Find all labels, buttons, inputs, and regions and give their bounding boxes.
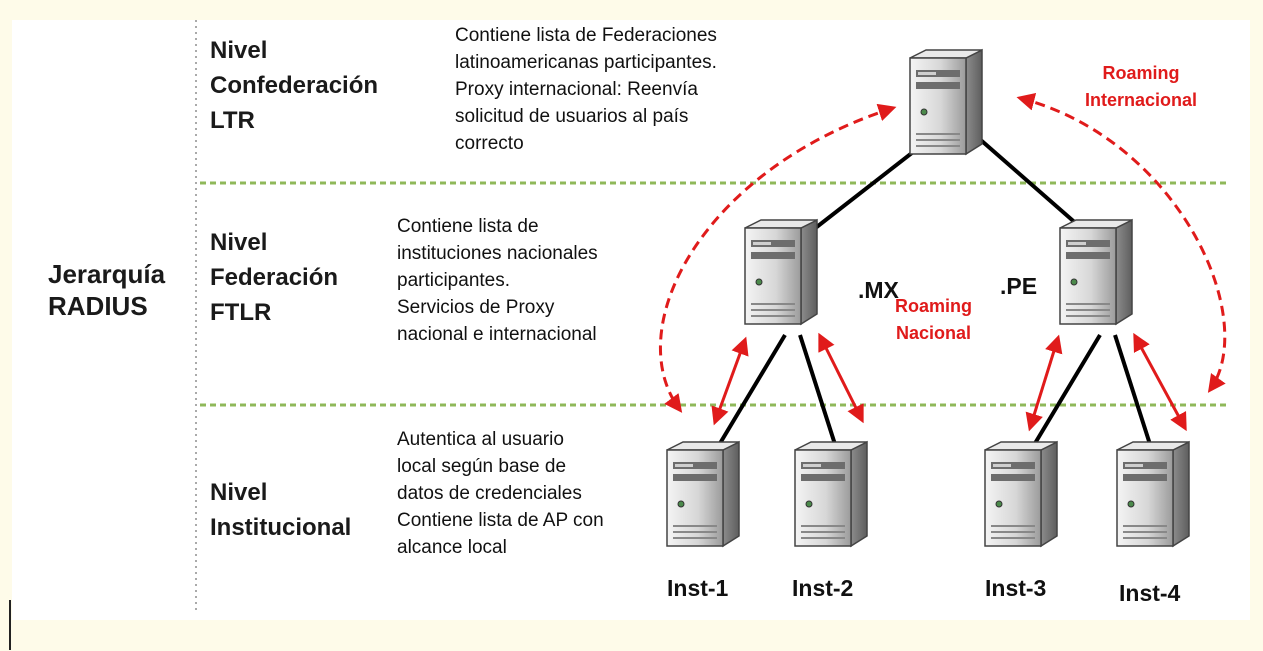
level-title-confederation: Nivel Confederación LTR <box>210 33 378 138</box>
level-description-confederation: Contiene lista de Federaciones latinoame… <box>455 22 717 157</box>
level-title-line: Confederación <box>210 72 379 99</box>
level-title-line: LTR <box>210 107 255 134</box>
description-line: Servicios de Proxy <box>397 297 555 318</box>
roaming-label-line: Internacional <box>1085 90 1198 110</box>
institution-label: Inst-4 <box>1119 580 1181 606</box>
description-line: Contiene lista de Federaciones <box>455 25 717 46</box>
level-title-line: Federación <box>210 264 339 291</box>
level-title-line: Nivel <box>210 479 268 506</box>
institution-label: Inst-3 <box>985 575 1047 601</box>
level-title-line: Nivel <box>210 37 268 64</box>
server-icon <box>666 441 740 547</box>
description-line: latinoamericanas participantes. <box>455 52 717 73</box>
server-icon <box>984 441 1058 547</box>
description-line: local según base de <box>397 456 567 477</box>
description-line: Proxy internacional: Reenvía <box>455 79 698 100</box>
roaming-label-line: Roaming <box>1102 63 1180 83</box>
description-line: solicitud de usuarios al país <box>455 106 689 127</box>
hierarchy-label-line: Jerarquía <box>48 259 166 289</box>
description-line: Contiene lista de AP con <box>397 510 604 531</box>
server-label-pe: .PE <box>1000 273 1038 299</box>
hierarchy-label: Jerarquía RADIUS <box>48 258 165 322</box>
server-icon <box>1116 441 1190 547</box>
description-line: instituciones nacionales <box>397 243 598 264</box>
description-line: alcance local <box>397 537 507 558</box>
description-line: datos de credenciales <box>397 483 582 504</box>
server-icon <box>1059 219 1133 325</box>
international-roaming-arrows <box>658 92 1227 413</box>
server-icon <box>744 219 818 325</box>
server-label-mx: .MX <box>858 277 899 303</box>
description-line: Contiene lista de <box>397 216 539 237</box>
description-line: correcto <box>455 133 524 154</box>
institution-label: Inst-2 <box>792 575 854 601</box>
institution-label: Inst-1 <box>667 575 729 601</box>
roaming-label-line: Roaming <box>895 296 973 316</box>
description-line: nacional e internacional <box>397 324 597 345</box>
level-description-institutional: Autentica al usuario local según base de… <box>397 426 604 561</box>
level-title-line: Nivel <box>210 229 268 256</box>
left-edge-mark <box>9 600 11 650</box>
level-title-line: Institucional <box>210 514 352 541</box>
hierarchy-label-line: RADIUS <box>48 291 148 321</box>
level-title-institutional: Nivel Institucional <box>210 475 351 545</box>
roaming-international-label: Roaming Internacional <box>1085 60 1197 114</box>
roaming-label-line: Nacional <box>895 323 972 343</box>
roaming-national-label: Roaming Nacional <box>895 293 972 347</box>
server-icon <box>909 49 983 155</box>
level-description-federation: Contiene lista de instituciones nacional… <box>397 213 598 348</box>
description-line: participantes. <box>397 270 511 291</box>
level-title-federation: Nivel Federación FTLR <box>210 225 338 330</box>
national-roaming-arrows <box>711 332 1187 432</box>
level-title-line: FTLR <box>210 299 272 326</box>
server-icon <box>794 441 868 547</box>
description-line: Autentica al usuario <box>397 429 564 450</box>
